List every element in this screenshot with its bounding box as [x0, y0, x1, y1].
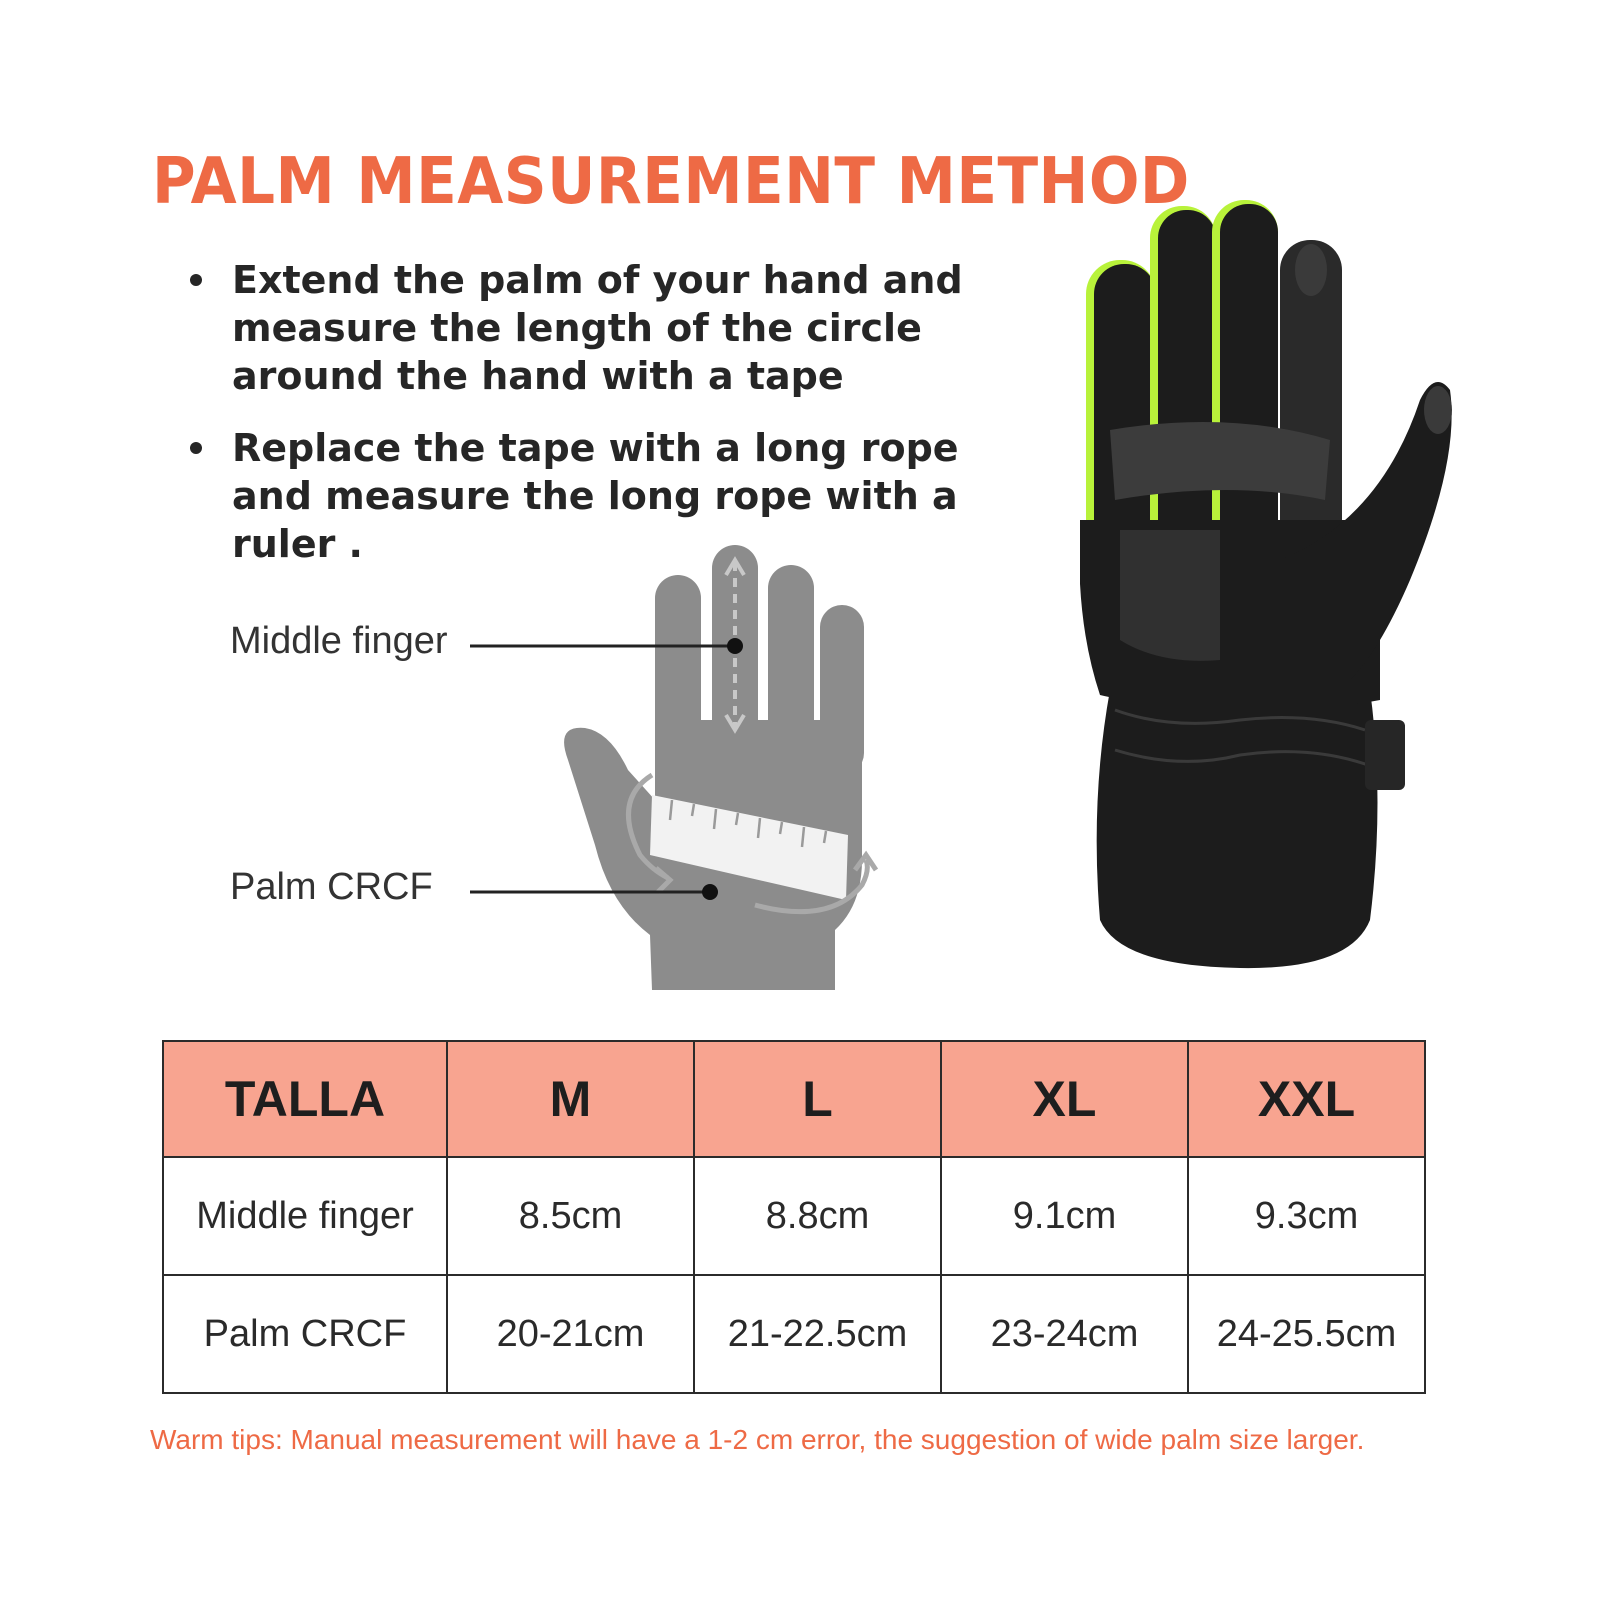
- palm-point-icon: [702, 884, 718, 900]
- middle-finger-label: Middle finger: [230, 620, 448, 662]
- touch-tip-icon: [1295, 244, 1327, 296]
- glove-image: [1080, 200, 1452, 969]
- header-size-xxl: XXL: [1187, 1040, 1426, 1158]
- wrap-arrow-icon: [625, 772, 879, 915]
- palm-label: Palm CRCF: [230, 866, 433, 908]
- touch-tip-icon: [1424, 386, 1452, 434]
- bullet-icon: [190, 274, 202, 286]
- instruction-item: Replace the tape with a long rope and me…: [190, 424, 1050, 568]
- header-size-xl: XL: [940, 1040, 1189, 1158]
- callout-lines: [470, 644, 735, 894]
- size-table: TALLA M L XL XXL Middle finger 8.5cm 8.8…: [162, 1040, 1426, 1394]
- instruction-list: Extend the palm of your hand and measure…: [190, 256, 1050, 592]
- warm-tips: Warm tips: Manual measurement will have …: [150, 1424, 1365, 1455]
- bullet-icon: [190, 442, 202, 454]
- table-cell: 24-25.5cm: [1187, 1274, 1426, 1394]
- table-cell: 8.8cm: [693, 1156, 942, 1276]
- glove-cuff: [1096, 690, 1378, 969]
- table-row: Middle finger 8.5cm 8.8cm 9.1cm 9.3cm: [162, 1156, 1426, 1276]
- table-cell: 21-22.5cm: [693, 1274, 942, 1394]
- table-cell: 20-21cm: [446, 1274, 695, 1394]
- table-cell: 9.1cm: [940, 1156, 1189, 1276]
- header-size-m: M: [446, 1040, 695, 1158]
- table-row: Palm CRCF 20-21cm 21-22.5cm 23-24cm 24-2…: [162, 1274, 1426, 1394]
- tape-icon: [650, 795, 848, 900]
- middle-finger-point-icon: [727, 638, 743, 654]
- table-header-row: TALLA M L XL XXL: [162, 1040, 1426, 1158]
- instruction-text: Extend the palm of your hand and measure…: [232, 258, 963, 398]
- header-size-l: L: [693, 1040, 942, 1158]
- row-label: Palm CRCF: [162, 1274, 448, 1394]
- header-size-label: TALLA: [162, 1040, 448, 1158]
- glove-thumb: [1280, 382, 1452, 680]
- instruction-item: Extend the palm of your hand and measure…: [190, 256, 1050, 400]
- page-title: PALM MEASUREMENT METHOD: [152, 145, 1190, 219]
- table-cell: 23-24cm: [940, 1274, 1189, 1394]
- table-cell: 8.5cm: [446, 1156, 695, 1276]
- knuckle-guard: [1110, 422, 1330, 500]
- row-label: Middle finger: [162, 1156, 448, 1276]
- palm-pad: [1120, 530, 1220, 661]
- table-cell: 9.3cm: [1187, 1156, 1426, 1276]
- instruction-text: Replace the tape with a long rope and me…: [232, 426, 959, 566]
- hand-icon: [564, 545, 864, 990]
